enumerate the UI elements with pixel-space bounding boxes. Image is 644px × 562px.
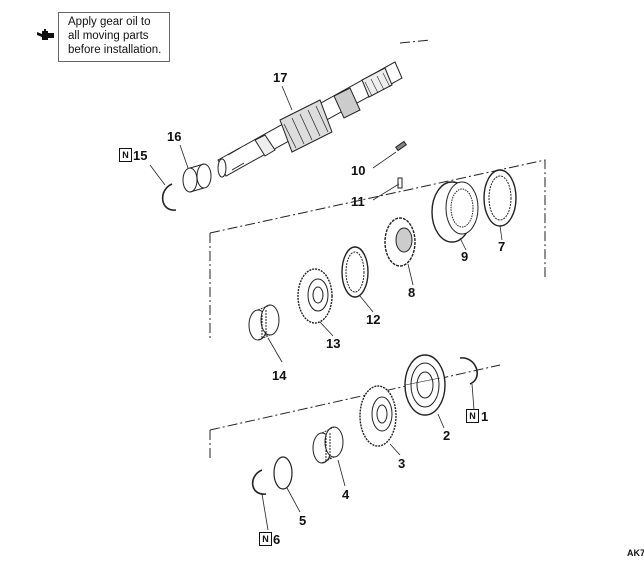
installation-note: Apply gear oil to all moving parts befor… [58, 12, 170, 62]
part-label-2: 2 [443, 428, 450, 443]
part-label-3: 3 [398, 456, 405, 471]
n-badge-part-15: N [119, 148, 132, 162]
part-label-14: 14 [272, 368, 287, 383]
part-9-sleeve [431, 181, 479, 243]
part-label-4: 4 [342, 487, 350, 502]
note-line-3: before installation. [68, 44, 162, 56]
part-label-7: 7 [498, 239, 505, 254]
n-badge-part-1: N [466, 409, 479, 423]
part-15-snap-ring [161, 183, 177, 211]
oil-can-icon [37, 29, 54, 40]
note-line-2: all moving parts [68, 30, 149, 42]
part-label-12: 12 [366, 312, 380, 327]
part-label-11: 11 [351, 194, 365, 209]
part-13-gear [297, 268, 333, 324]
part-6-snap-ring [251, 469, 267, 495]
part-label-6: 6 [273, 532, 280, 547]
part-label-13: 13 [326, 336, 340, 351]
shaft-axis-line [399, 39, 431, 44]
n-badge-part-6: N [259, 532, 272, 546]
part-label-10: 10 [351, 163, 365, 178]
part-8-hub [384, 217, 416, 267]
part-10-key [395, 140, 407, 152]
part-5-washer [273, 456, 293, 490]
part-11-pin [397, 177, 403, 189]
part-14-needle-bearing [248, 304, 280, 341]
part-4-needle-bearing [312, 426, 344, 464]
part-16-bushing [182, 163, 212, 193]
part-7-sync-ring [483, 169, 517, 227]
figure-code: AK7 [627, 548, 644, 558]
main-shaft [217, 61, 403, 178]
upper-assembly-frame [209, 159, 546, 340]
lower-assembly-frame [209, 364, 501, 460]
part-12-sync-ring [341, 246, 369, 298]
part-3-gear [359, 385, 397, 447]
part-label-5: 5 [299, 513, 306, 528]
part-2-bearing [404, 354, 446, 416]
part-label-17: 17 [273, 70, 287, 85]
part-label-15: 15 [133, 148, 147, 163]
part-label-1: 1 [481, 409, 488, 424]
part-1-snap-ring [459, 357, 478, 385]
part-label-9: 9 [461, 249, 468, 264]
note-line-1: Apply gear oil to [68, 16, 151, 28]
part-label-8: 8 [408, 285, 415, 300]
part-label-16: 16 [167, 129, 181, 144]
